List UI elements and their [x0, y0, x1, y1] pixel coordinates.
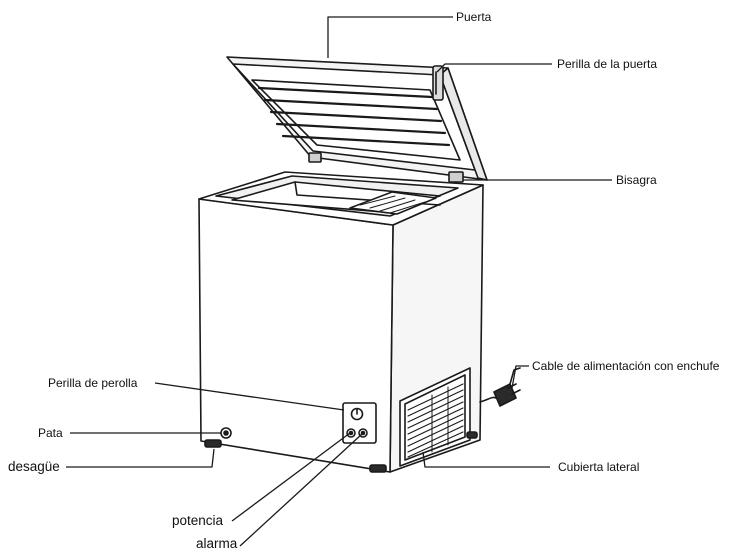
freezer-cabinet [198, 171, 484, 473]
control-panel [342, 402, 377, 444]
label-perilla-puerta: Perilla de la puerta [557, 57, 658, 71]
label-cable: Cable de alimentación con enchufe [532, 359, 720, 373]
label-cubierta-lateral: Cubierta lateral [558, 460, 640, 474]
label-pata: Pata [38, 426, 63, 440]
leader-lines [66, 16, 612, 547]
label-bisagra: Bisagra [616, 173, 657, 187]
drain-plug [220, 427, 232, 439]
freezer-foot [204, 431, 478, 473]
power-cable-plug [479, 367, 521, 407]
label-perilla-perolla: Perilla de perolla [48, 376, 138, 390]
door-handle [432, 65, 444, 101]
side-cover-grille [399, 367, 471, 467]
label-potencia: potencia [172, 513, 224, 528]
label-puerta: Puerta [456, 10, 492, 24]
label-alarma: alarma [196, 536, 238, 551]
label-desague: desagüe [8, 459, 60, 474]
freezer-lid [226, 56, 488, 181]
hinge [308, 152, 464, 183]
